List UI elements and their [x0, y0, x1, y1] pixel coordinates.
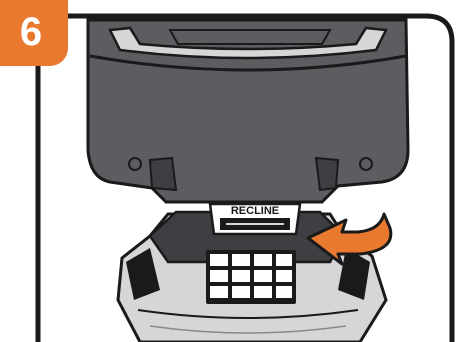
recline-label: RECLINE — [231, 205, 279, 217]
recline-button[interactable]: RECLINE — [210, 204, 300, 234]
step-number: 6 — [0, 8, 62, 56]
step-badge: 6 — [0, 0, 68, 66]
base-grille — [206, 250, 296, 304]
car-seat-shell — [88, 20, 408, 202]
